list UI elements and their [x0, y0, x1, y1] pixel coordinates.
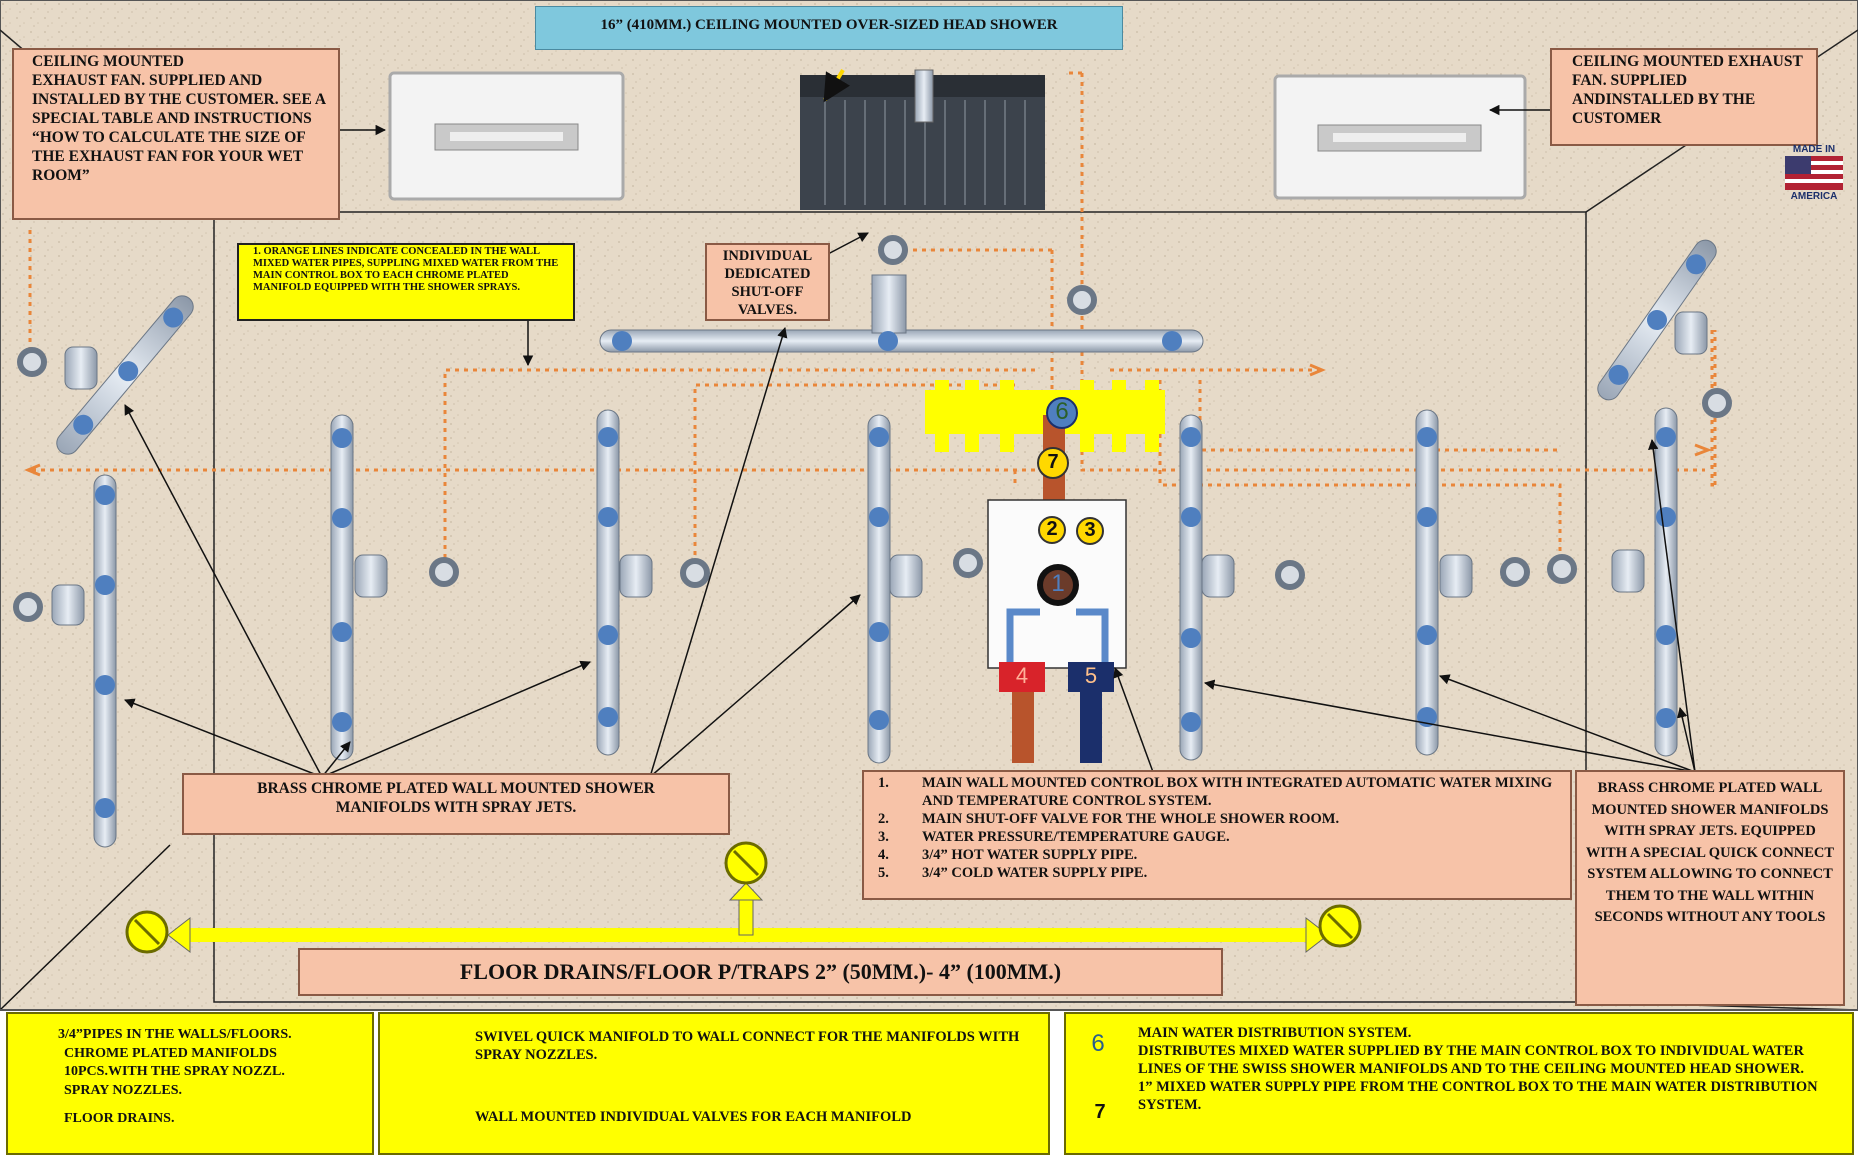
head-shower-title: 16” (410MM.) CEILING MOUNTED OVER-SIZED … [535, 6, 1123, 50]
legend-swivel: SWIVEL QUICK MANIFOLD TO WALL CONNECT FO… [475, 1029, 1020, 1063]
floor-drains [125, 841, 1362, 954]
marker-7: 7 [1047, 451, 1059, 473]
head-shower [800, 68, 1045, 210]
legend-manifolds: CHROME PLATED MANIFOLDS [64, 1045, 277, 1061]
made-in-top: MADE IN [1792, 144, 1836, 155]
floor-drains-label: FLOOR DRAINS/FLOOR P/TRAPS 2” (50MM.)- 4… [298, 948, 1223, 996]
made-in-badge: MADE IN AMERICA [1781, 144, 1847, 202]
legend-six-num: 6 [1091, 1030, 1105, 1057]
concealed-pipes [28, 71, 1717, 570]
legend-swivel-panel: SWIVEL QUICK MANIFOLD TO WALL CONNECT FO… [378, 1012, 1050, 1155]
manifolds-right-label: BRASS CHROME PLATED WALL MOUNTED SHOWER … [1575, 770, 1845, 1006]
usa-flag-icon [1785, 156, 1843, 190]
swivel-connectors [51, 311, 1708, 626]
marker-2: 2 [1046, 518, 1058, 540]
callout-arrows [124, 104, 1696, 778]
legend-valves: WALL MOUNTED INDIVIDUAL VALVES FOR EACH … [475, 1109, 912, 1125]
legend-pipes: 3/4”PIPES IN THE WALLS/FLOORS. [58, 1027, 292, 1042]
control-item-2: 2.MAIN SHUT-OFF VALVE FOR THE WHOLE SHOW… [878, 811, 1340, 827]
control-item-4: 4.3/4” HOT WATER SUPPLY PIPE. [878, 847, 1138, 863]
control-item-3: 3.WATER PRESSURE/TEMPERATURE GAUGE. [878, 829, 1230, 845]
fan-right-label: CEILING MOUNTED EXHAUST FAN. SUPPLIED AN… [1550, 48, 1818, 146]
control-item-1: 1.MAIN WALL MOUNTED CONTROL BOX WITH INT… [878, 775, 1553, 809]
legend-distribution-panel: MAIN WATER DISTRIBUTION SYSTEM. DISTRIBU… [1064, 1012, 1854, 1155]
manifolds-left-label: BRASS CHROME PLATED WALL MOUNTED SHOWER … [182, 773, 730, 835]
wall-valves [13, 235, 1732, 622]
manifold-top [599, 274, 1204, 353]
orange-lines-note: 1. ORANGE LINES INDICATE CONCEALED IN TH… [237, 243, 575, 321]
marker-5: 5 [1084, 663, 1098, 688]
number-markers [1037, 397, 1104, 545]
marker-1: 1 [1051, 570, 1065, 597]
exhaust-fan-left [388, 71, 625, 201]
made-in-bottom: AMERICA [1790, 191, 1838, 202]
shutoff-valves-label: INDIVIDUAL DEDICATED SHUT-OFF VALVES. [705, 243, 830, 321]
legend-nozzles: SPRAY NOZZLES. [64, 1082, 183, 1098]
legend-six-text: MAIN WATER DISTRIBUTION SYSTEM. DISTRIBU… [1138, 1025, 1804, 1077]
legend-nozzles-count: 10PCS.WITH THE SPRAY NOZZL. [64, 1064, 285, 1079]
legend-drains: FLOOR DRAINS. [64, 1111, 175, 1126]
vertical-manifolds [56, 239, 1717, 848]
marker-6: 6 [1055, 398, 1069, 425]
control-box-list: 1.MAIN WALL MOUNTED CONTROL BOX WITH INT… [862, 770, 1572, 900]
exhaust-fan-right [1273, 74, 1527, 200]
legend-seven-num: 7 [1094, 1101, 1106, 1123]
legend-seven-text: 1” MIXED WATER SUPPLY PIPE FROM THE CONT… [1138, 1079, 1818, 1113]
marker-4: 4 [1015, 663, 1029, 688]
control-item-5: 5. 3/4” COLD WATER SUPPLY PIPE. [878, 865, 1148, 881]
marker-3: 3 [1084, 519, 1096, 541]
fan-left-label: CEILING MOUNTED EXHAUST FAN. SUPPLIED AN… [12, 48, 340, 220]
legend-pipes-panel: 3/4”PIPES IN THE WALLS/FLOORS. CHROME PL… [6, 1012, 374, 1155]
